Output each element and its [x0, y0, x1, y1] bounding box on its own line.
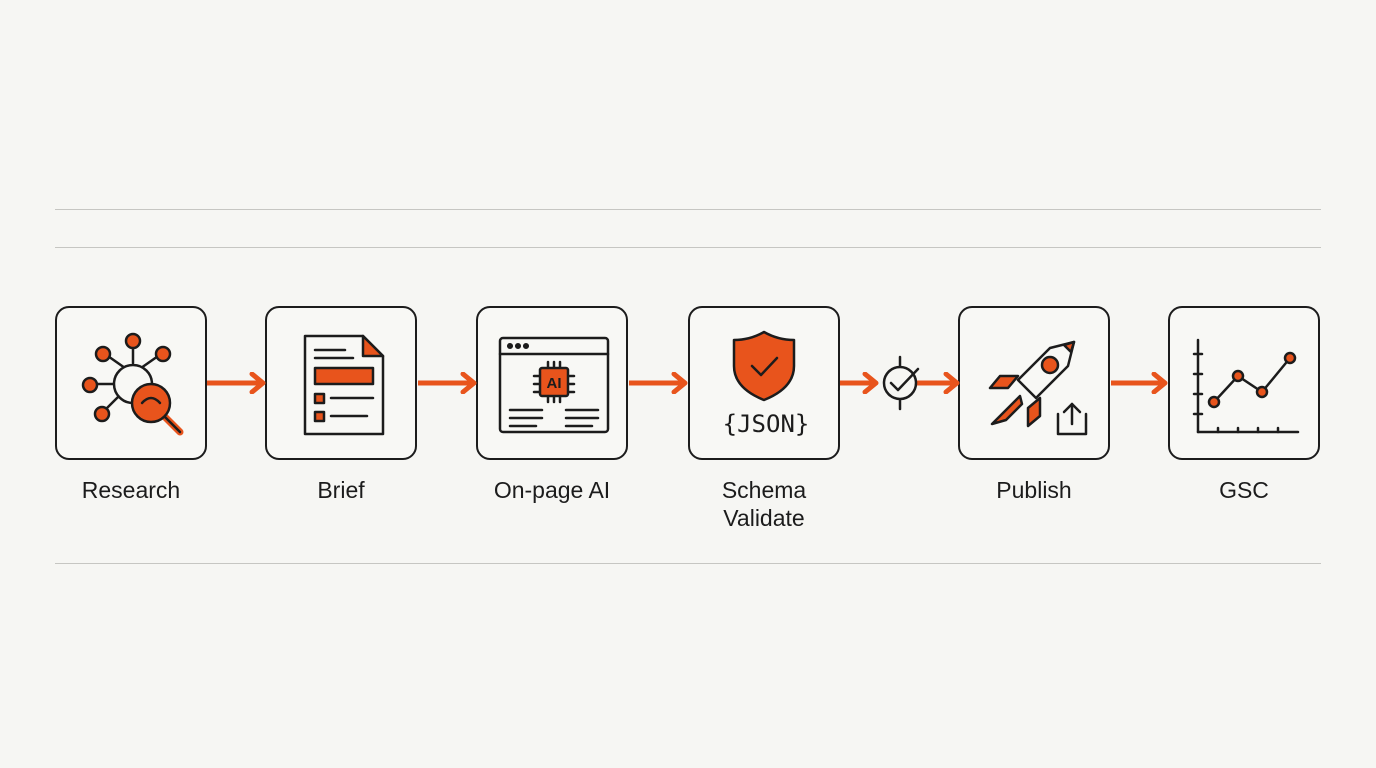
- divider-bottom: [55, 563, 1321, 564]
- step-brief: [265, 306, 417, 460]
- arrow-checkpoint-to-publish: [916, 372, 960, 394]
- checkpoint-check-icon: [882, 355, 920, 411]
- step-schema-validate: {JSON}: [688, 306, 840, 460]
- document-brief-icon: [303, 334, 385, 436]
- divider-upper: [55, 247, 1321, 248]
- step-label-publish: Publish: [996, 477, 1072, 503]
- divider-top: [55, 209, 1321, 210]
- step-research: [55, 306, 207, 460]
- chip-text: AI: [547, 375, 562, 392]
- arrow-brief-to-on-page-ai: [418, 372, 477, 394]
- arrow-publish-to-gsc: [1111, 372, 1168, 394]
- step-on-page-ai: AI: [476, 306, 628, 460]
- arrow-schema-to-checkpoint: [840, 372, 879, 394]
- research-network-magnifier-icon: [81, 332, 184, 436]
- shield-check-icon: {JSON}: [723, 330, 810, 438]
- step-publish: [958, 306, 1110, 460]
- line-chart-icon: [1192, 338, 1300, 434]
- arrow-on-page-ai-to-schema: [629, 372, 688, 394]
- step-label-validate: Validate: [723, 505, 805, 531]
- arrow-research-to-brief: [207, 372, 266, 394]
- step-label-research: Research: [81, 477, 181, 503]
- step-label-gsc: GSC: [1219, 477, 1269, 503]
- step-gsc: [1168, 306, 1320, 460]
- step-label-schema: Schema: [721, 477, 807, 503]
- step-label-on-page-ai: On-page AI: [493, 477, 611, 503]
- browser-ai-chip-icon: AI: [498, 336, 610, 434]
- json-text: {JSON}: [723, 410, 810, 438]
- step-label-brief: Brief: [317, 477, 365, 503]
- rocket-upload-icon: [988, 340, 1088, 436]
- step-label-schema-validate: Schema Validate: [664, 476, 864, 532]
